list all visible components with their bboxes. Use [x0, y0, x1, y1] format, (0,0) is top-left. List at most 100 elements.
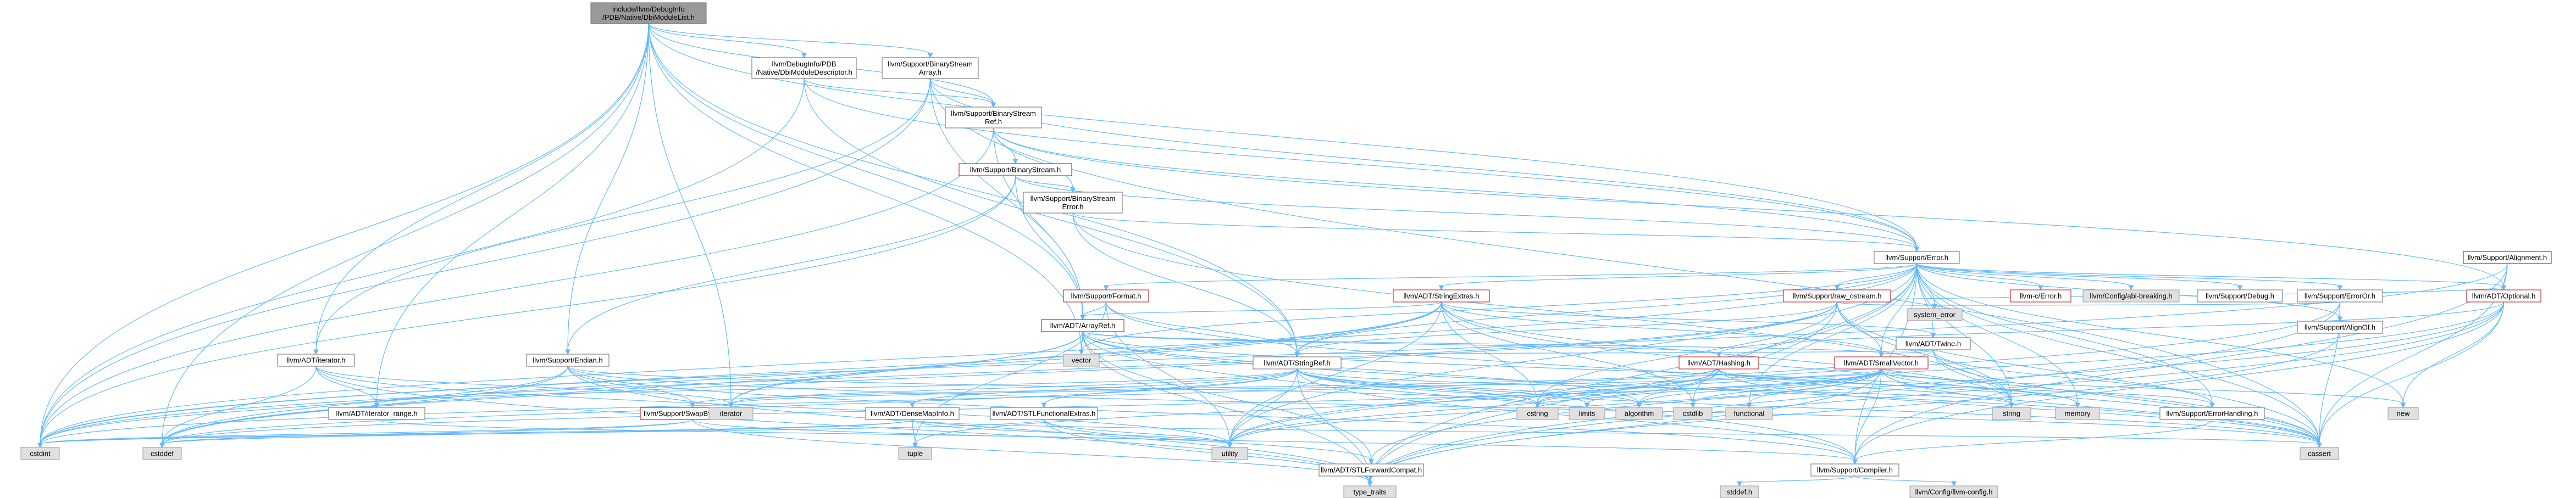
edge-optional-to-compiler — [1852, 301, 2505, 465]
node-cstring: cstring — [1516, 407, 1559, 420]
edge-densemapinfo-to-tuple — [912, 419, 918, 449]
node-root[interactable]: include/llvm/DebugInfo/PDB/Native/DbiMod… — [590, 2, 707, 24]
node-string: string — [1992, 407, 2031, 420]
node-iterator[interactable]: llvm/ADT/iterator.h — [277, 354, 355, 367]
edge-rawos-to-smallvec — [1836, 301, 1884, 358]
node-label: llvm/Support/Debug.h — [2206, 292, 2274, 300]
node-cstdlib: cstdlib — [1673, 407, 1713, 420]
node-vector: vector — [1063, 354, 1100, 367]
edge-bsa-to-bsr — [929, 78, 996, 108]
edge-err-to-rawos — [1834, 263, 1918, 291]
node-label: llvm/Support/Format.h — [1071, 292, 1142, 300]
node-errhandling[interactable]: llvm/Support/ErrorHandling.h — [2159, 407, 2265, 420]
node-debug[interactable]: llvm/Support/Debug.h — [2197, 289, 2283, 303]
node-format[interactable]: llvm/Support/Format.h — [1063, 289, 1149, 303]
edge-stlfwd-to-typetraits — [1367, 475, 1373, 487]
edge-bs-to-bse — [1015, 175, 1076, 193]
node-tuple: tuple — [898, 447, 932, 460]
node-label: llvm/Config/abi-breaking.h — [2090, 292, 2172, 300]
edge-stringref-to-algorithm — [1297, 368, 1642, 409]
node-label: llvm/Support/BinaryStream — [888, 60, 973, 68]
edge-strext-to-twine — [1441, 301, 1936, 339]
edge-stringref-to-densemapinfo — [910, 368, 1298, 409]
node-label: llvm/ADT/StringExtras.h — [1404, 292, 1480, 300]
node-memory: memory — [2055, 407, 2100, 420]
edge-stringref-to-cstring — [1297, 368, 1541, 409]
node-abibreak: llvm/Config/abi-breaking.h — [2082, 289, 2180, 303]
edge-twine-to-stringref — [1294, 349, 1934, 358]
node-label: llvm/Support/raw_ostream.h — [1793, 292, 1882, 300]
node-llvmconfig: llvm/Config/llvm-config.h — [1909, 485, 1998, 498]
edge-root-to-cstddef — [159, 23, 649, 449]
edge-stlfunc-to-stlfwd — [1043, 419, 1374, 465]
node-label: algorithm — [1625, 410, 1654, 418]
node-label: cstdint — [30, 450, 51, 458]
node-strext[interactable]: llvm/ADT/StringExtras.h — [1393, 289, 1490, 303]
node-label: functional — [1734, 410, 1765, 418]
edge-compiler-to-stddef — [1737, 475, 1855, 487]
node-limits: limits — [1569, 407, 1605, 420]
node-iteratorh: iterator — [708, 407, 754, 420]
node-endian[interactable]: llvm/Support/Endian.h — [526, 354, 610, 367]
edge-root-to-itrange — [374, 23, 649, 409]
node-label: llvm/DebugInfo/PDB — [772, 60, 836, 68]
node-align[interactable]: llvm/Support/Alignment.h — [2463, 251, 2552, 264]
edge-stlfunc-to-cstdint — [37, 419, 1045, 449]
node-err[interactable]: llvm/Support/Error.h — [1874, 251, 1960, 264]
node-hashing[interactable]: llvm/ADT/Hashing.h — [1678, 356, 1759, 370]
edge-stringref-to-itrange — [374, 368, 1298, 409]
node-cerror[interactable]: llvm-c/Error.h — [2010, 289, 2071, 303]
edge-root-to-iterator — [313, 23, 649, 355]
edge-format-to-utility — [1105, 301, 1233, 449]
node-erroror[interactable]: llvm/Support/ErrorOr.h — [2297, 289, 2383, 303]
node-bs[interactable]: llvm/Support/BinaryStream.h — [959, 163, 1072, 176]
node-smallvec[interactable]: llvm/ADT/SmallVector.h — [1834, 356, 1929, 370]
node-optional[interactable]: llvm/ADT/Optional.h — [2466, 289, 2541, 303]
node-label: Error.h — [1062, 203, 1083, 211]
node-label: /PDB/Native/DbiModuleList.h — [602, 13, 695, 21]
node-label: llvm/ADT/DenseMapInfo.h — [871, 410, 954, 418]
node-dbimd[interactable]: llvm/DebugInfo/PDB/Native/DbiModuleDescr… — [751, 57, 857, 79]
edge-root-to-vector — [648, 23, 1084, 355]
edge-err-to-abibreak — [1916, 263, 2134, 291]
edge-stringref-to-iteratorh — [728, 368, 1298, 409]
node-itrange[interactable]: llvm/ADT/iterator_range.h — [328, 407, 425, 420]
edge-stlfunc-to-utility — [1043, 419, 1233, 449]
edge-smallvec-to-memory — [1881, 368, 2080, 409]
node-label: llvm/ADT/STLForwardCompat.h — [1321, 466, 1422, 474]
node-stlfwd[interactable]: llvm/ADT/STLForwardCompat.h — [1319, 463, 1424, 477]
edge-err-to-optional — [1916, 263, 2507, 291]
edge-stringref-to-string — [1297, 368, 2014, 409]
node-alignof[interactable]: llvm/Support/AlignOf.h — [2297, 321, 2383, 334]
edge-err-to-strext — [1438, 263, 1918, 291]
edge-swapbyte-to-cstdint — [37, 419, 693, 449]
node-label: llvm/Support/BinaryStream — [951, 109, 1036, 117]
edge-compiler-to-llvmconfig — [1854, 475, 1957, 487]
node-label: llvm/Support/BinaryStream — [1031, 194, 1116, 203]
edge-swapbyte-to-compiler — [692, 419, 1858, 465]
edge-root-to-iteratorh — [648, 23, 734, 409]
node-label: llvm-c/Error.h — [2020, 292, 2062, 300]
edge-bs-to-err — [1015, 175, 1920, 253]
node-arrayref[interactable]: llvm/ADT/ArrayRef.h — [1041, 319, 1124, 332]
edge-root-to-dbimd — [648, 23, 807, 59]
node-twine[interactable]: llvm/ADT/Twine.h — [1896, 337, 1971, 350]
node-stringref[interactable]: llvm/ADT/StringRef.h — [1253, 356, 1342, 370]
edge-bse-to-err — [1072, 212, 1920, 253]
node-densemapinfo[interactable]: llvm/ADT/DenseMapInfo.h — [865, 407, 960, 420]
node-stlfunc[interactable]: llvm/ADT/STLFunctionalExtras.h — [990, 407, 1098, 420]
edge-layer — [37, 23, 2508, 487]
node-label: llvm/ADT/Twine.h — [1905, 340, 1961, 348]
node-stddef: stddef.h — [1720, 485, 1759, 498]
node-compiler[interactable]: llvm/Support/Compiler.h — [1810, 463, 1899, 477]
node-label: limits — [1579, 410, 1596, 418]
node-label: type_traits — [1354, 488, 1387, 496]
node-sysErr: system_error — [1907, 308, 1963, 321]
edge-root-to-bsa — [648, 23, 933, 59]
node-rawos[interactable]: llvm/Support/raw_ostream.h — [1783, 289, 1891, 303]
node-layer: include/llvm/DebugInfo/PDB/Native/DbiMod… — [20, 2, 2552, 498]
